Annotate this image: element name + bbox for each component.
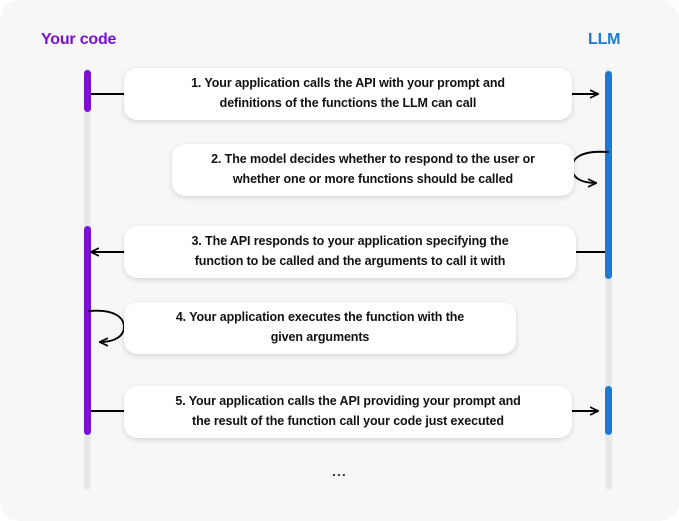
arrow-message-2-self-loop: [571, 150, 609, 183]
message-box-3: 3. The API responds to your application …: [124, 226, 576, 278]
message-text-4: 4. Your application executes the functio…: [175, 310, 465, 344]
message-text-5: 5. Your application calls the API provid…: [175, 394, 521, 428]
actor-label-your-code: Your code: [41, 31, 117, 48]
message-box-1: 1. Your application calls the API with y…: [124, 68, 572, 120]
message-box-2: 2. The model decides whether to respond …: [172, 144, 574, 196]
activation-bar-your-code-1: [84, 70, 91, 112]
message-box-4: 4. Your application executes the functio…: [124, 302, 516, 354]
actor-label-llm: LLM: [588, 31, 621, 48]
message-box-5: 5. Your application calls the API provid…: [124, 386, 572, 438]
activation-bar-your-code-2: [84, 226, 91, 435]
continuation-ellipsis: ...: [332, 463, 347, 479]
activation-bar-llm-1: [605, 71, 612, 279]
message-text-2: 2. The model decides whether to respond …: [211, 152, 535, 186]
message-text-1: 1. Your application calls the API with y…: [191, 76, 505, 110]
activation-bar-llm-2: [605, 386, 612, 435]
lifeline-llm: [605, 68, 612, 490]
arrow-message-4-self-loop: [88, 309, 125, 342]
message-text-3: 3. The API responds to your application …: [191, 234, 509, 268]
